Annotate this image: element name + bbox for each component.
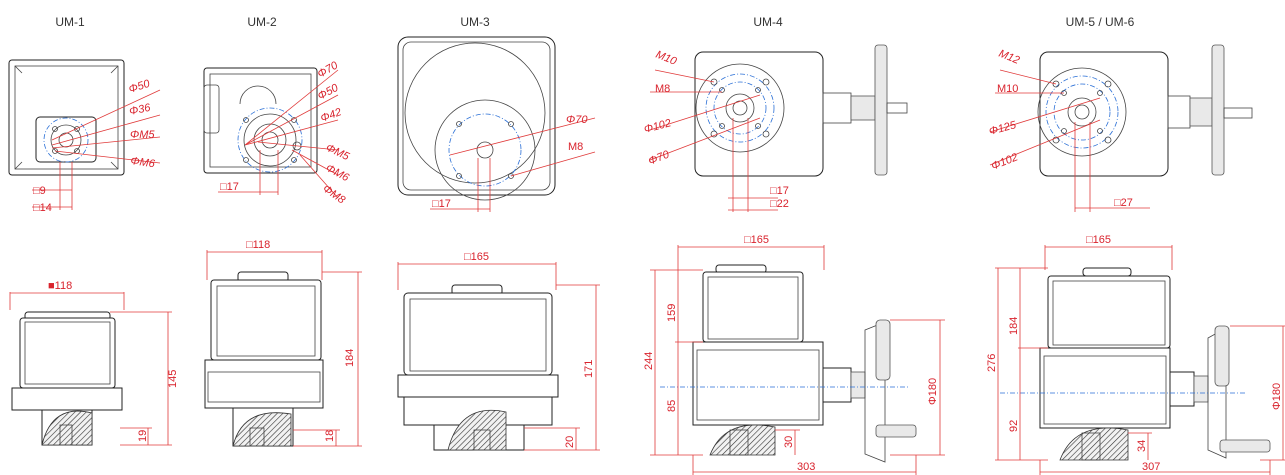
um3-dim-sq17: □17	[432, 198, 451, 210]
um56-dim-sq165: □165	[1086, 234, 1111, 246]
um2-dim-sq17: □17	[220, 181, 239, 193]
um4-dim-30: 30	[783, 436, 795, 448]
title-um2: UM-2	[247, 15, 277, 29]
um3-dim-sq165: □165	[464, 251, 489, 263]
um2-dim-184: 184	[344, 349, 356, 367]
um56-dim-sq27: □27	[1114, 197, 1133, 209]
um56-dim-92: 92	[1008, 420, 1020, 432]
um1-dim-phi36: Φ36	[128, 102, 152, 118]
um4-front-view	[650, 245, 945, 475]
um56-dim-phi180: Φ180	[1271, 383, 1283, 410]
um2-top-view	[203, 67, 339, 199]
um1-front-view	[9, 292, 172, 446]
um3-dim-m8: M8	[568, 141, 583, 153]
um1-dim-sq9: □9	[33, 185, 46, 197]
um3-dim-phi70: Φ70	[566, 114, 588, 126]
um4-dim-sq165: □165	[744, 234, 769, 246]
um4-dim-159: 159	[666, 304, 678, 322]
um1-dim-145: 145	[167, 370, 179, 388]
um1-dim-19: 19	[137, 430, 149, 442]
um4-dim-phi102: Φ102	[643, 117, 673, 136]
um4-dim-sq17: □17	[770, 185, 789, 197]
um4-dim-phi70: Φ70	[647, 148, 672, 167]
um4-dim-phi180: Φ180	[927, 378, 939, 405]
um1-dim-m5: ΦM5	[130, 129, 155, 141]
um1-dim-sq118: ■118	[48, 280, 72, 292]
um56-dim-phi102: Φ102	[990, 151, 1020, 172]
um4-dim-244: 244	[643, 352, 655, 370]
um4-dim-sq22: □22	[770, 198, 789, 210]
um3-dim-20: 20	[564, 436, 576, 448]
um56-dim-307: 307	[1142, 461, 1160, 473]
um1-dim-m6: ΦM6	[130, 155, 157, 170]
um56-front-view	[995, 245, 1285, 475]
um2-dim-m8: ΦM8	[320, 183, 348, 207]
um4-dim-85: 85	[666, 400, 678, 412]
um3-top-view	[397, 36, 596, 212]
title-um4: UM-4	[753, 15, 783, 29]
um2-dim-m5: ΦM5	[324, 142, 352, 164]
title-um3: UM-3	[460, 15, 490, 29]
um56-dim-184: 184	[1008, 317, 1020, 335]
um3-front-view	[397, 262, 600, 451]
um3-dim-171: 171	[583, 360, 595, 378]
um4-top-view	[649, 44, 908, 212]
um56-top-view	[989, 44, 1253, 212]
um2-dim-phi70: Φ70	[316, 59, 341, 81]
um2-dim-sq118: □118	[246, 239, 270, 251]
um4-dim-m10: M10	[654, 49, 679, 68]
um2-dim-m6: ΦM6	[324, 162, 352, 185]
um1-dim-phi50: Φ50	[127, 78, 152, 96]
um2-dim-18: 18	[324, 430, 336, 442]
um56-dim-phi125: Φ125	[988, 119, 1019, 138]
um1-dim-sq14: □14	[33, 202, 52, 214]
um56-dim-34: 34	[1136, 440, 1148, 452]
um2-front-view	[204, 250, 362, 447]
um56-dim-276: 276	[986, 354, 998, 372]
um56-dim-m12: M12	[997, 48, 1021, 67]
um56-dim-m10: M10	[997, 83, 1018, 95]
um1-top-view	[8, 59, 161, 210]
um4-dim-m8: M8	[655, 83, 670, 95]
um4-dim-303: 303	[797, 461, 815, 473]
title-um1: UM-1	[55, 15, 85, 29]
title-um56: UM-5 / UM-6	[1066, 15, 1135, 29]
